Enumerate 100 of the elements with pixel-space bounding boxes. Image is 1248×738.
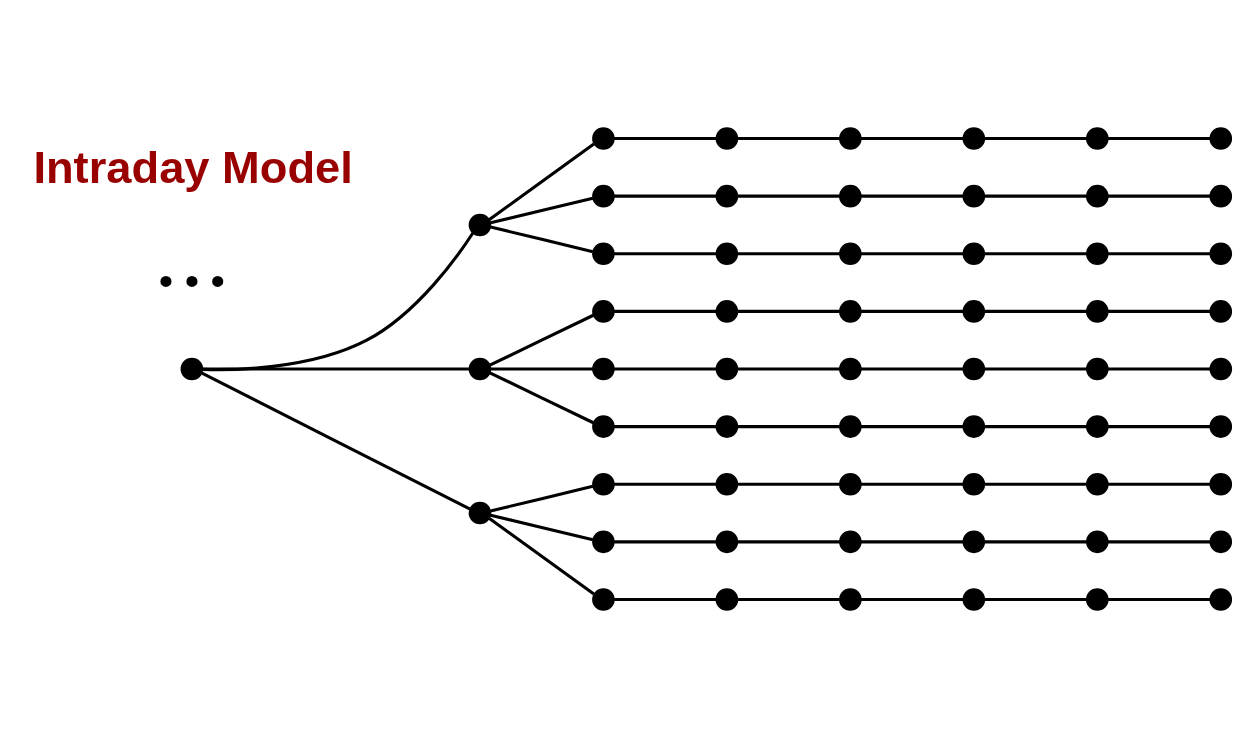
node-circle <box>592 415 615 438</box>
connector <box>1107 540 1211 544</box>
connector <box>861 425 964 429</box>
node-circle <box>592 127 615 150</box>
node-circle <box>962 588 986 611</box>
node-circle <box>1086 357 1109 381</box>
connector <box>614 367 717 371</box>
connector <box>737 425 840 429</box>
node-circle <box>839 472 862 496</box>
node-circle <box>839 357 862 381</box>
node-circle <box>1209 357 1233 381</box>
label: • • • <box>158 257 225 304</box>
node-circle <box>1209 127 1233 150</box>
connector <box>861 482 964 486</box>
node-circle <box>839 415 862 438</box>
node-circle <box>962 530 986 554</box>
connector <box>737 482 840 486</box>
connector <box>984 425 1087 429</box>
connector <box>614 309 717 313</box>
node-circle <box>592 530 615 554</box>
connector <box>861 194 964 198</box>
node-circle <box>962 415 986 438</box>
connector <box>1107 309 1211 313</box>
connector <box>614 482 717 486</box>
node-circle <box>1086 242 1109 266</box>
connector <box>737 136 840 141</box>
connector <box>202 367 470 371</box>
node-circle <box>1086 300 1109 323</box>
connector <box>489 371 594 425</box>
connector <box>614 252 717 256</box>
connector <box>489 313 594 367</box>
connector <box>1107 136 1211 141</box>
connector <box>737 309 840 313</box>
connector <box>737 540 840 544</box>
node-circle <box>592 184 615 208</box>
connector <box>861 309 964 313</box>
node-circle <box>592 588 615 611</box>
connector <box>488 516 595 596</box>
node-circle <box>715 242 739 266</box>
node-circle <box>839 588 862 611</box>
connector <box>488 142 595 222</box>
connector <box>737 367 840 371</box>
node-circle <box>715 530 739 554</box>
connector <box>984 252 1087 256</box>
node-circle <box>1209 588 1233 611</box>
connector <box>861 540 964 544</box>
node-circle <box>715 588 739 611</box>
node-circle <box>1209 472 1233 496</box>
connector <box>984 367 1087 371</box>
node-circle <box>715 184 739 208</box>
connector <box>490 513 594 542</box>
node-circle <box>839 127 862 150</box>
node-circle <box>715 357 739 381</box>
node-circle <box>962 357 986 381</box>
connector <box>984 136 1087 141</box>
connector <box>1107 425 1211 429</box>
node-circle <box>468 501 492 525</box>
node-circle <box>715 415 739 438</box>
connector <box>984 309 1087 313</box>
node-circle <box>468 213 492 237</box>
node-circle <box>962 472 986 496</box>
node-circle <box>592 242 615 266</box>
connector <box>737 597 840 602</box>
connector <box>614 597 717 602</box>
connector <box>614 136 717 141</box>
connector <box>861 252 964 256</box>
node-circle <box>962 242 986 266</box>
node-circle <box>1086 415 1109 438</box>
node-circle <box>1209 242 1233 266</box>
connector <box>490 484 594 513</box>
connector <box>861 597 964 602</box>
connector <box>1107 252 1211 256</box>
connector <box>614 194 717 198</box>
connector <box>861 367 964 371</box>
node-circle <box>1209 300 1233 323</box>
connector <box>984 482 1087 486</box>
label: Intraday Model <box>33 141 353 193</box>
connector <box>984 540 1087 544</box>
node-circle <box>592 357 615 381</box>
node-circle <box>962 300 986 323</box>
node-circle <box>1209 415 1233 438</box>
connector <box>861 136 964 141</box>
node-circle <box>180 357 204 381</box>
node-circle <box>715 472 739 496</box>
node-circle <box>468 357 492 381</box>
connector <box>200 371 471 511</box>
connector <box>1107 367 1211 371</box>
connector <box>614 425 717 429</box>
node-circle <box>1086 530 1109 554</box>
connector <box>984 194 1087 198</box>
connector <box>984 597 1087 602</box>
node-circle <box>962 127 986 150</box>
node-circle <box>1086 588 1109 611</box>
node-circle <box>592 300 615 323</box>
node-circle <box>839 530 862 554</box>
node-circle <box>962 184 986 208</box>
node-circle <box>839 242 862 266</box>
node-circle <box>715 127 739 150</box>
node-circle <box>592 472 615 496</box>
connector <box>737 252 840 256</box>
